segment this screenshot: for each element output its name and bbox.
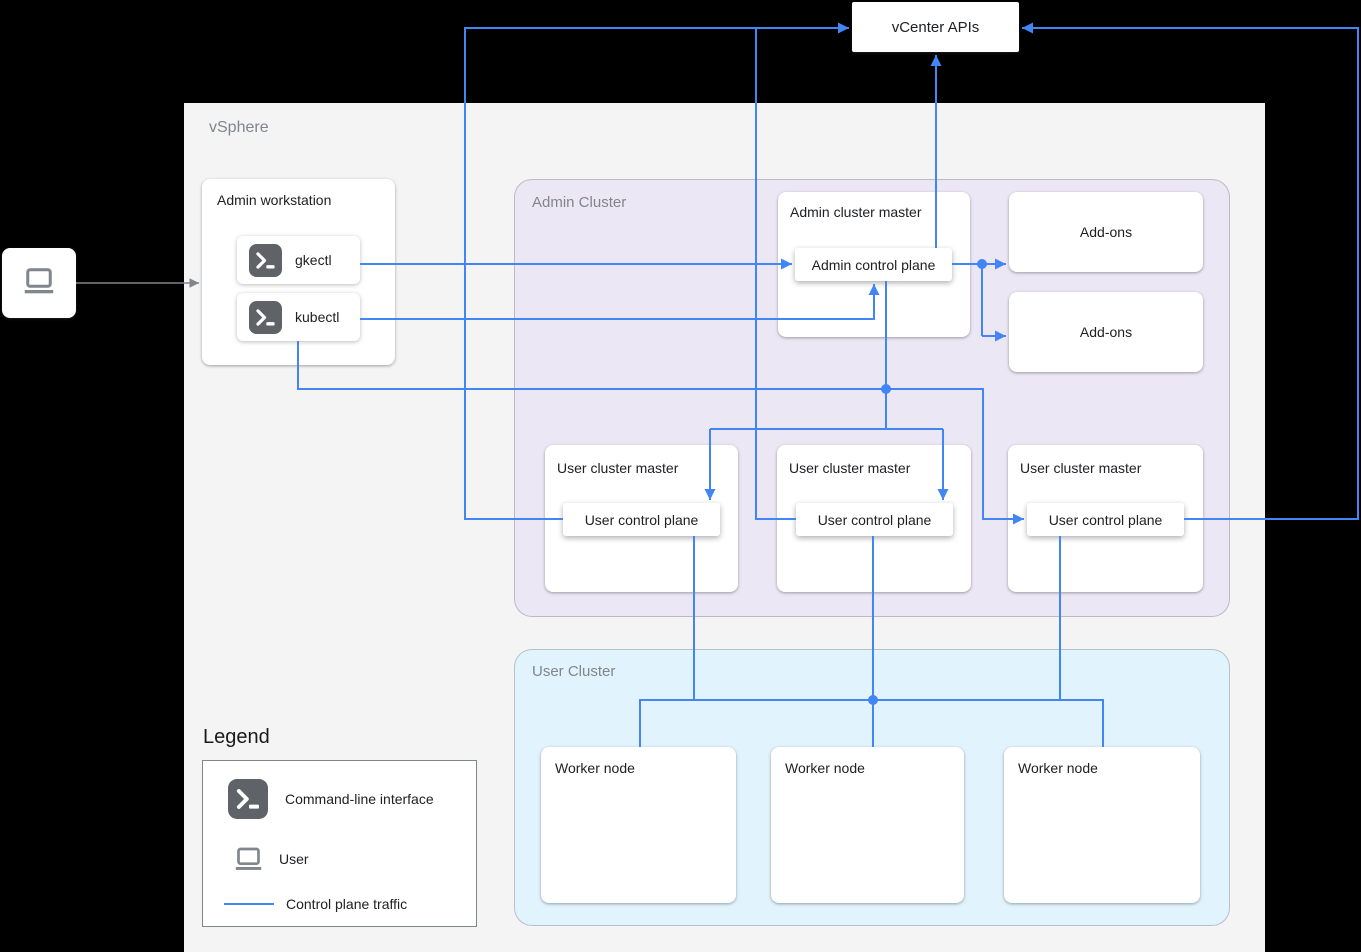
terminal-icon [249,300,282,334]
vcenter-apis-box: vCenter APIs [852,2,1019,52]
addons-box-2: Add-ons [1009,292,1203,372]
legend-title: Legend [203,726,270,748]
laptop-icon [19,263,59,304]
gkectl-label: gkectl [295,252,332,268]
terminal-icon [249,243,282,277]
kubectl-label: kubectl [295,309,340,325]
user-control-plane-box-1: User control plane [563,503,720,536]
vsphere-label: vSphere [209,119,269,136]
worker-node-label: Worker node [1018,760,1098,776]
user-control-plane-label: User control plane [817,511,932,528]
legend-item-label: User [279,851,309,867]
worker-node-label: Worker node [785,760,865,776]
worker-node-box-2: Worker node [771,747,964,903]
user-control-plane-box-3: User control plane [1027,503,1184,536]
user-cluster-master-title: User cluster master [557,460,679,476]
admin-control-plane-box: Admin control plane [795,248,952,281]
admin-control-plane-label: Admin control plane [811,256,936,273]
worker-node-label: Worker node [555,760,635,776]
user-cluster-label: User Cluster [532,663,616,680]
admin-cluster-label: Admin Cluster [532,194,627,211]
laptop-icon [232,843,265,875]
user-cluster-master-title: User cluster master [789,460,911,476]
addons-box-1: Add-ons [1009,192,1203,272]
addons-label: Add-ons [1079,224,1133,240]
gkectl-box: gkectl [237,236,360,284]
admin-cluster-master-title: Admin cluster master [790,204,922,220]
addons-label: Add-ons [1079,324,1133,340]
legend-item-label: Command-line interface [285,791,434,807]
control-plane-line-icon [224,903,274,905]
admin-workstation-box: Admin workstation gkectl kubectl [202,179,395,365]
legend-item-user: User [232,843,309,875]
user-control-plane-box-2: User control plane [796,503,953,536]
legend-box: Command-line interface User Control plan… [202,760,477,927]
user-control-plane-label: User control plane [584,511,699,528]
user-node [2,248,76,318]
worker-node-box-1: Worker node [541,747,736,903]
legend-item-cli: Command-line interface [228,779,434,819]
vcenter-apis-label: vCenter APIs [891,18,980,36]
legend-item-traffic: Control plane traffic [224,894,407,914]
user-cluster-master-title: User cluster master [1020,460,1142,476]
user-control-plane-label: User control plane [1048,511,1163,528]
kubectl-box: kubectl [237,293,360,341]
admin-workstation-title: Admin workstation [217,192,332,208]
worker-node-box-3: Worker node [1004,747,1200,903]
legend-item-label: Control plane traffic [286,896,408,912]
terminal-icon [228,779,268,819]
